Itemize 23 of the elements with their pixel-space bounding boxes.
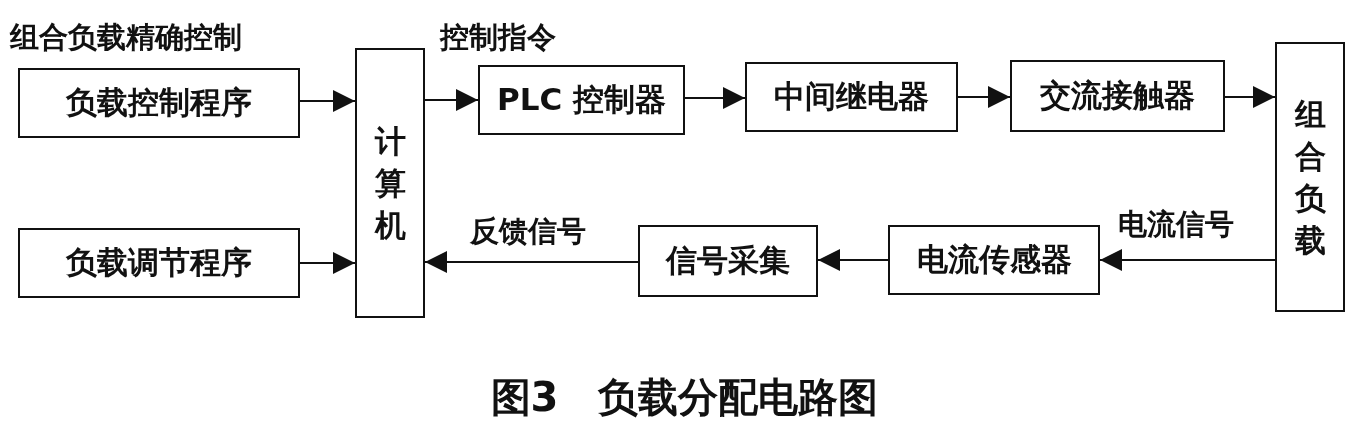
process-box: 电流传感器 <box>888 225 1100 295</box>
heading-label: 组合负载精确控制 <box>10 19 242 56</box>
process-box: 负载控制程序 <box>18 68 300 138</box>
arrow <box>300 90 355 112</box>
arrow <box>1100 249 1275 271</box>
arrow <box>300 252 355 274</box>
arrow <box>818 249 888 271</box>
edge-label: 电流信号 <box>1118 206 1234 243</box>
process-box: 负载调节程序 <box>18 228 300 298</box>
arrow <box>685 87 745 109</box>
arrow <box>958 86 1010 108</box>
caption: 图3 负载分配电路图 <box>490 374 879 420</box>
edge-label: 反馈信号 <box>470 213 586 250</box>
edge-label: 控制指令 <box>440 19 556 56</box>
process-box: 交流接触器 <box>1010 60 1225 132</box>
arrow <box>425 89 478 111</box>
process-box: 计算机 <box>355 48 425 318</box>
arrow <box>1225 86 1275 108</box>
process-box: 组合负载 <box>1275 42 1345 312</box>
process-box: 信号采集 <box>638 225 818 297</box>
process-box: 中间继电器 <box>745 62 958 132</box>
process-box: PLC 控制器 <box>478 65 685 135</box>
arrow <box>425 251 638 273</box>
